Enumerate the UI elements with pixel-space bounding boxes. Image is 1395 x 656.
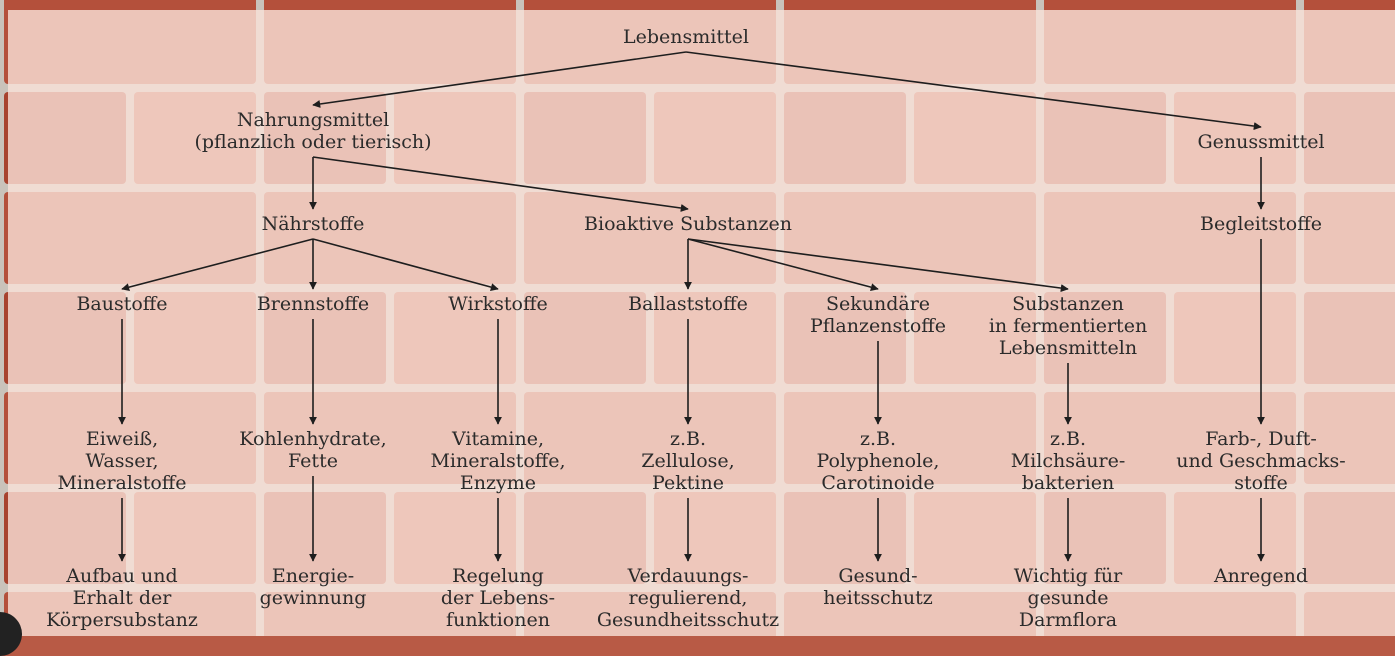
node-gesundheitsschutz: Gesund- heitsschutz: [823, 565, 932, 609]
node-milchsaeurebakterien: z.B. Milchsäure- bakterien: [1011, 428, 1126, 494]
node-verdauungsregulierend: Verdauungs- regulierend, Gesundheitsschu…: [597, 565, 779, 631]
node-wirkstoffe: Wirkstoffe: [448, 293, 547, 315]
node-lebensmittel: Lebensmittel: [623, 26, 749, 48]
food-classification-diagram: Lebensmittel Nahrungsmittel (pflanzlich …: [0, 0, 1395, 636]
node-naehrstoffe: Nährstoffe: [262, 213, 365, 235]
node-regelung-lebensfunktionen: Regelung der Lebens- funktionen: [441, 565, 555, 631]
node-polyphenole: z.B. Polyphenole, Carotinoide: [817, 428, 940, 494]
node-kohlenhydrate: Kohlenhydrate, Fette: [239, 428, 386, 472]
node-anregend: Anregend: [1214, 565, 1308, 587]
node-aufbau-erhalt: Aufbau und Erhalt der Körpersubstanz: [46, 565, 198, 631]
node-eiweiss: Eiweiß, Wasser, Mineralstoffe: [57, 428, 186, 494]
node-nahrungsmittel: Nahrungsmittel (pflanzlich oder tierisch…: [194, 109, 431, 153]
node-substanzen-fermentiert: Substanzen in fermentierten Lebensmittel…: [989, 293, 1147, 359]
node-vitamine: Vitamine, Mineralstoffe, Enzyme: [430, 428, 565, 494]
node-begleitstoffe: Begleitstoffe: [1200, 213, 1322, 235]
node-genussmittel: Genussmittel: [1197, 131, 1324, 153]
node-energiegewinnung: Energie- gewinnung: [260, 565, 367, 609]
node-bioaktive-substanzen: Bioaktive Substanzen: [584, 213, 792, 235]
node-ballaststoffe: Ballaststoffe: [628, 293, 748, 315]
node-baustoffe: Baustoffe: [76, 293, 167, 315]
node-zellulose: z.B. Zellulose, Pektine: [641, 428, 734, 494]
node-farb-duft-geschmacksstoffe: Farb-, Duft- und Geschmacks- stoffe: [1176, 428, 1345, 494]
node-sekundaere-pflanzenstoffe: Sekundäre Pflanzenstoffe: [810, 293, 946, 337]
node-wichtig-darmflora: Wichtig für gesunde Darmflora: [1014, 565, 1122, 631]
node-brennstoffe: Brennstoffe: [257, 293, 369, 315]
